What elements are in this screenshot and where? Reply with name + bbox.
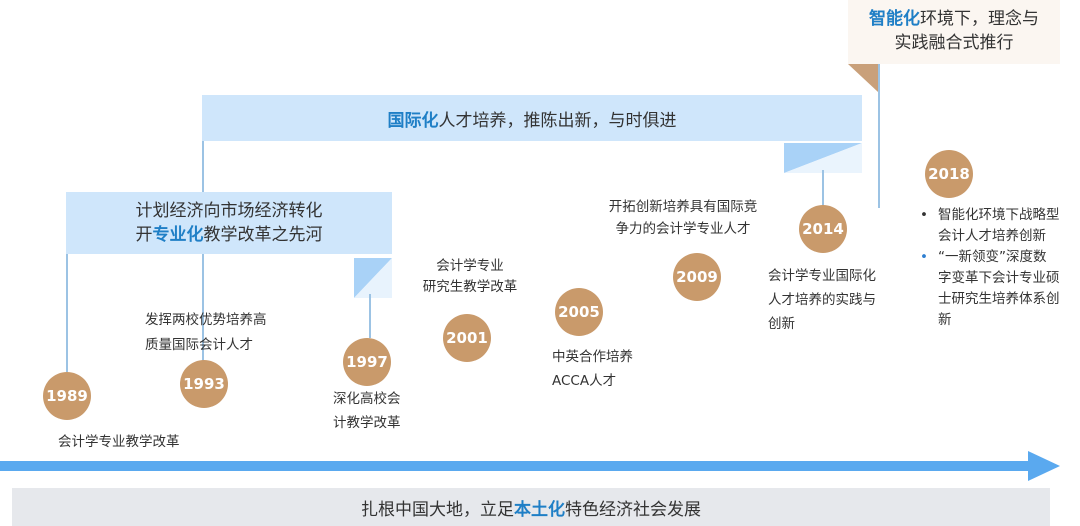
milestone-2001: 2001 (443, 314, 491, 362)
milestone-2001-text: 会计学专业 研究生教学改革 (422, 258, 518, 295)
milestone-2009-text: 开拓创新培养具有国际竞 争力的会计学专业人才 (608, 199, 758, 237)
milestone-1993: 1993 (180, 360, 228, 408)
bullet-item: 智能化环境下战略型 会计人才培养创新 (920, 205, 1075, 247)
top-right-theme-box: 智能化环境下，理念与 实践融合式推行 (848, 0, 1060, 64)
highlight-localization: 本土化 (514, 499, 565, 520)
milestone-2014: 2014 (799, 205, 847, 253)
left-banner-line1: 计划经济向市场经济转化 (135, 201, 323, 221)
milestone-2018-bullets: 智能化环境下战略型 会计人才培养创新 “一新领变”深度数 字变革下会计专业硕 士… (920, 205, 1075, 331)
highlight-intelligent: 智能化 (869, 9, 920, 29)
connector-line-1989 (66, 254, 68, 372)
bullet-item: “一新领变”深度数 字变革下会计专业硕 士研究生培养体系创 新 (920, 247, 1075, 331)
blue-flag-shade (354, 258, 392, 298)
timeline-arrow-shaft (0, 461, 1030, 471)
milestone-2005: 2005 (555, 288, 603, 336)
milestone-2009: 2009 (673, 253, 721, 301)
left-banner-line2: 开专业化教学改革之先河 (135, 225, 323, 245)
connector-line-2014 (822, 170, 824, 210)
connector-line-1993 (202, 141, 204, 381)
milestone-2014-text: 会计学专业国际化 人才培养的实践与 创新 (768, 268, 876, 332)
blue-flag-shade (784, 143, 862, 173)
top-right-line1: 智能化环境下，理念与 (869, 9, 1039, 29)
highlight-international: 国际化 (387, 110, 439, 131)
localization-banner: 扎根中国大地，立足本土化特色经济社会发展 (12, 488, 1050, 526)
connector-line-1997 (369, 294, 371, 338)
milestone-1993-text: 发挥两校优势培养高 质量国际会计人才 (145, 312, 267, 353)
connector-line-2018 (878, 64, 880, 208)
milestone-1989: 1989 (43, 372, 91, 420)
milestone-1989-text: 会计学专业教学改革 (58, 434, 180, 450)
internationalization-banner: 国际化人才培养，推陈出新，与时俱进 (202, 95, 862, 141)
timeline-arrow-head-icon (1028, 451, 1060, 481)
highlight-specialization: 专业化 (152, 225, 204, 245)
milestone-1997: 1997 (343, 338, 391, 386)
specialization-banner: 计划经济向市场经济转化 开专业化教学改革之先河 (66, 192, 392, 254)
milestone-2018: 2018 (925, 150, 973, 198)
top-right-line2: 实践融合式推行 (894, 33, 1014, 53)
milestone-1997-text: 深化高校会 计教学改革 (333, 391, 401, 431)
milestone-2005-text: 中英合作培养 ACCA人才 (552, 349, 633, 389)
tan-flag-icon (848, 64, 878, 92)
